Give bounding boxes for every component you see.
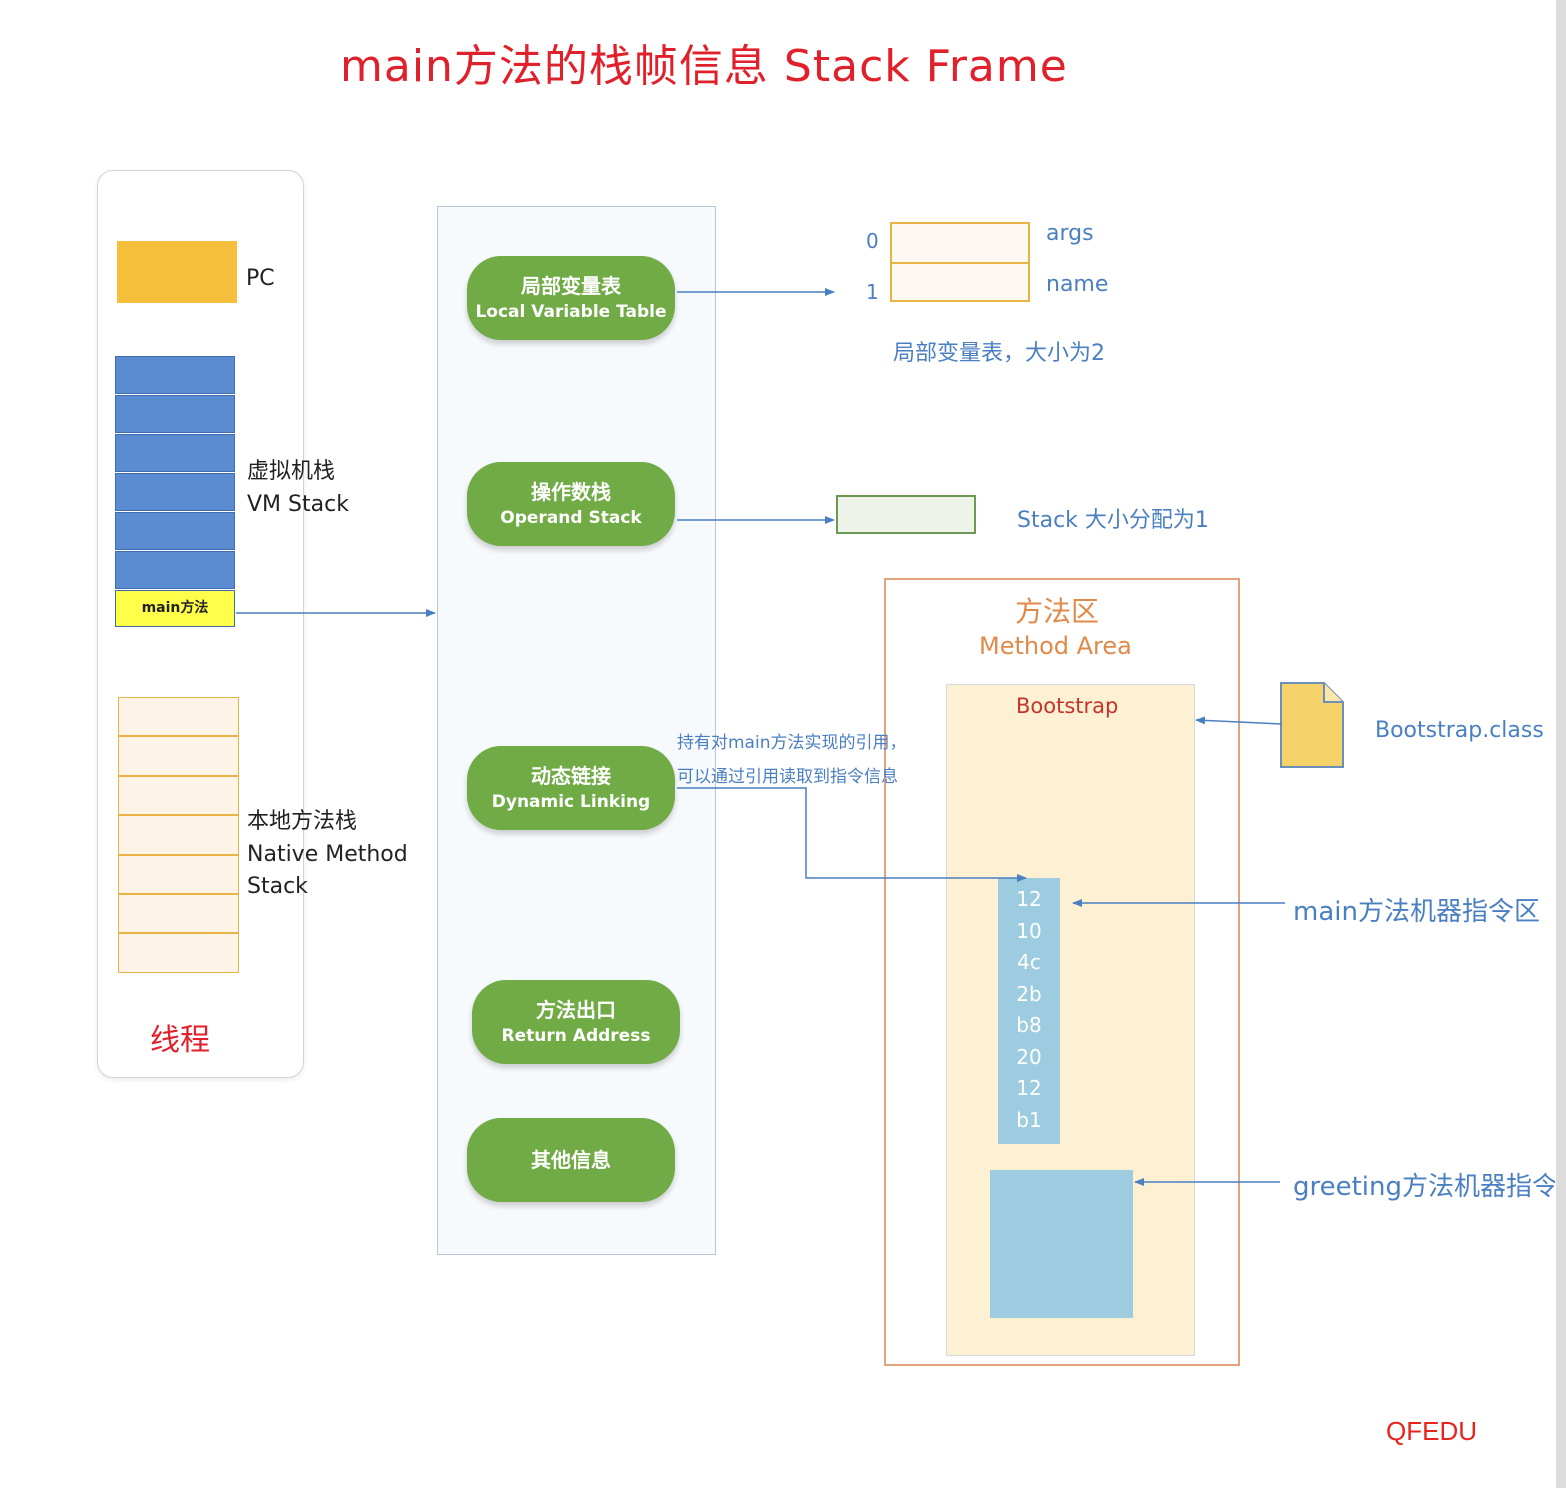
return-address-node: 方法出口 Return Address <box>472 980 680 1064</box>
pc-label: PC <box>246 266 275 291</box>
other-info-node: 其他信息 <box>467 1118 675 1202</box>
vm-stack-frame <box>115 551 235 589</box>
vm-stack-label-cn: 虚拟机栈 <box>247 459 336 484</box>
native-stack-frame <box>118 893 239 934</box>
file-icon <box>1280 682 1344 768</box>
vm-stack-label-en: VM Stack <box>247 492 349 517</box>
instruction-byte: 20 <box>1016 1044 1042 1069</box>
greeting-instruction-area <box>990 1170 1133 1318</box>
thread-label: 线程 <box>150 1023 210 1058</box>
local-variable-slots <box>890 222 1030 302</box>
return-address-en: Return Address <box>501 1026 651 1046</box>
pc-register <box>117 241 237 303</box>
vm-stack-frame <box>115 434 235 472</box>
operand-stack-en: Operand Stack <box>500 508 642 528</box>
dynamic-note-line-1: 持有对main方法实现的引用， <box>677 733 907 753</box>
local-variable-table-en: Local Variable Table <box>475 302 667 322</box>
native-stack-label-cn: 本地方法栈 <box>247 809 358 834</box>
operand-stack-slot <box>836 495 976 534</box>
instruction-byte: 12 <box>1016 887 1042 911</box>
instruction-list: 12 10 4c 2b b8 20 12 b1 <box>998 878 1060 1136</box>
native-stack-frame <box>118 854 239 894</box>
native-stack-label-en-1: Native Method <box>247 842 408 867</box>
lv-caption: 局部变量表，大小为2 <box>893 341 1105 366</box>
operand-stack-cn: 操作数栈 <box>531 480 611 504</box>
greeting-instr-label: greeting方法机器指令区 <box>1293 1172 1555 1202</box>
window-edge <box>1556 0 1566 1488</box>
page-title: main方法的栈帧信息 Stack Frame <box>340 41 1068 92</box>
arrow-file-to-bootstrap <box>1195 716 1283 725</box>
native-stack-frame <box>118 933 239 973</box>
lv-slot <box>892 224 1028 264</box>
vm-stack: main方法 <box>115 356 235 631</box>
bootstrap-class-file-label: Bootstrap.class <box>1375 718 1544 743</box>
local-variable-table-cn: 局部变量表 <box>521 274 621 298</box>
vm-stack-frame <box>115 395 235 433</box>
lv-var-name: name <box>1046 272 1109 297</box>
main-instruction-area: 12 10 4c 2b b8 20 12 b1 <box>998 878 1060 1144</box>
main-method-frame: main方法 <box>115 590 235 627</box>
stack-frame-panel <box>437 206 716 1255</box>
instruction-byte: b8 <box>1016 1013 1042 1037</box>
native-stack-frame <box>118 736 239 776</box>
lv-var-args: args <box>1046 221 1094 246</box>
instruction-byte: 4c <box>1017 950 1041 974</box>
native-stack-frame <box>118 815 239 855</box>
lv-index-1: 1 <box>866 280 879 304</box>
main-instr-label: main方法机器指令区 <box>1293 897 1540 927</box>
method-area-label-cn: 方法区 <box>1015 595 1100 628</box>
dynamic-linking-en: Dynamic Linking <box>491 792 651 812</box>
vm-stack-frame <box>115 512 235 550</box>
vm-stack-frame <box>115 356 235 394</box>
native-stack-frame <box>118 697 239 737</box>
local-variable-table-node: 局部变量表 Local Variable Table <box>467 256 675 340</box>
bootstrap-label: Bootstrap <box>1016 694 1119 718</box>
operand-caption: Stack 大小分配为1 <box>1017 508 1209 533</box>
instruction-byte: 10 <box>1016 918 1042 943</box>
vm-stack-frame <box>115 473 235 511</box>
watermark: QFEDU <box>1386 1416 1477 1446</box>
instruction-byte: 12 <box>1016 1076 1042 1100</box>
instruction-byte: 2b <box>1016 981 1042 1006</box>
operand-stack-node: 操作数栈 Operand Stack <box>467 462 675 546</box>
native-method-stack <box>118 697 239 973</box>
native-stack-frame <box>118 775 239 816</box>
native-stack-label-en-2: Stack <box>247 874 308 899</box>
dynamic-linking-cn: 动态链接 <box>531 764 611 788</box>
instruction-byte: b1 <box>1016 1107 1042 1132</box>
arrow-dynamic-to-instr <box>677 787 1027 882</box>
dynamic-note-line-2: 可以通过引用读取到指令信息 <box>677 767 898 787</box>
method-area-label-en: Method Area <box>979 632 1132 660</box>
dynamic-linking-node: 动态链接 Dynamic Linking <box>467 746 675 830</box>
lv-index-0: 0 <box>866 229 879 253</box>
other-info-cn: 其他信息 <box>531 1148 611 1172</box>
return-address-cn: 方法出口 <box>536 998 616 1022</box>
